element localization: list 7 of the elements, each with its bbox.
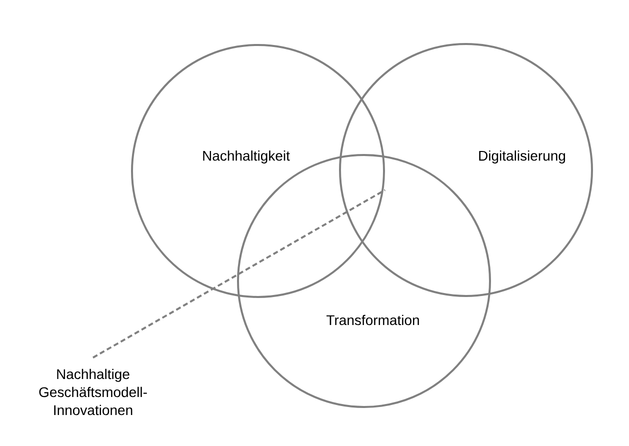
circle	[339, 43, 593, 297]
circle-label: Transformation	[326, 314, 419, 326]
circle	[131, 44, 385, 298]
leader-line	[92, 189, 386, 359]
circle-label: Digitalisierung	[479, 150, 566, 164]
callout-text: Nachhaltige Geschäftsmodell-Innovationen	[39, 368, 147, 416]
circle-label: Nachhaltigkeit	[203, 150, 290, 164]
